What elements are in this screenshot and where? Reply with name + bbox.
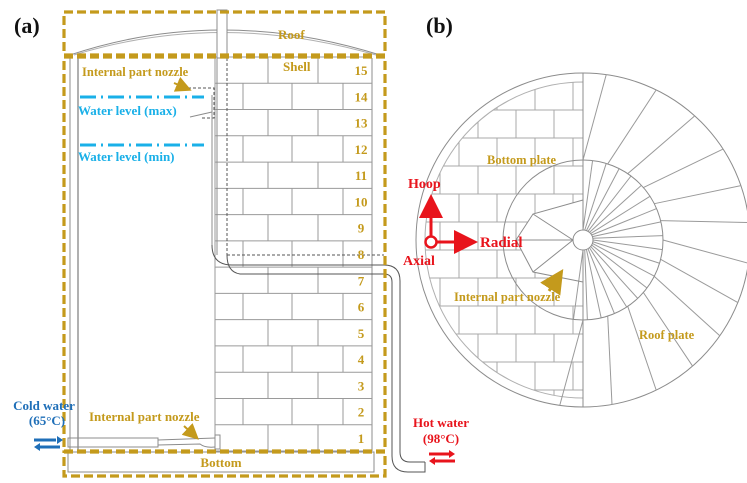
internal-nozzle-top-arrow bbox=[173, 76, 192, 92]
roof-segment-line bbox=[662, 239, 747, 264]
shell-course-number: 11 bbox=[355, 168, 367, 183]
internal-nozzle-bottom-arrow bbox=[181, 422, 199, 440]
roof-spoke-line bbox=[591, 244, 648, 289]
cold-water-flow-arrows-icon bbox=[34, 436, 63, 451]
shell-course-numbers: 15 14 13 12 11 10 9 8 7 6 5 4 3 2 1 bbox=[355, 63, 369, 446]
bottom-region-box bbox=[62, 450, 387, 478]
roof-spoke-line bbox=[587, 248, 615, 314]
roof-segment-line bbox=[627, 306, 657, 391]
roof-spoke-line bbox=[589, 247, 628, 308]
roof-segment-line bbox=[643, 148, 724, 188]
roof-segment-line bbox=[607, 316, 613, 405]
shell-course-number: 12 bbox=[355, 142, 368, 157]
shell-label: Shell bbox=[283, 59, 311, 74]
roof-spoke-line bbox=[592, 241, 660, 264]
roof-spoke-line bbox=[585, 249, 602, 319]
shell-course-number: 15 bbox=[355, 63, 369, 78]
center-hub bbox=[572, 229, 594, 251]
nozzle-spokes bbox=[516, 213, 574, 273]
roof-segment-line bbox=[607, 89, 657, 165]
roof-spoke-line bbox=[590, 195, 651, 234]
shell-course-number: 5 bbox=[358, 326, 365, 341]
roof-segment-line bbox=[642, 292, 693, 367]
panel-b: (b) Bottom plate Roof plate Internal par… bbox=[403, 13, 747, 408]
roof-plate-label: Roof plate bbox=[639, 328, 695, 342]
cold-water-pipe bbox=[67, 434, 221, 450]
shell-course-number: 1 bbox=[358, 431, 365, 446]
shell-course-number: 4 bbox=[358, 352, 365, 367]
roof-spoke-line bbox=[592, 235, 663, 239]
shell-course-number: 8 bbox=[358, 247, 365, 262]
internal-nozzle-top-label: Internal part nozzle bbox=[82, 65, 189, 79]
shell-course-number: 3 bbox=[358, 378, 365, 393]
internal-nozzle-bottom-label: Internal part nozzle bbox=[89, 409, 200, 424]
roof-segment-line bbox=[653, 275, 721, 337]
roof-spoke-line bbox=[584, 249, 588, 320]
roof-segment-line bbox=[559, 319, 584, 406]
water-level-max-label: Water level (max) bbox=[78, 103, 177, 118]
shell-course-number: 7 bbox=[358, 273, 365, 288]
roof-plate-segments bbox=[559, 74, 747, 406]
roof-spoke-line bbox=[572, 249, 584, 320]
internal-nozzle-arrow bbox=[540, 268, 564, 296]
roof-spoke-line bbox=[582, 160, 594, 231]
top-outlet-pipe bbox=[216, 9, 228, 255]
panel-a-tag: (a) bbox=[14, 13, 40, 38]
internal-nozzle-label: Internal part nozzle bbox=[454, 290, 561, 304]
coordinate-axes-icon bbox=[419, 194, 478, 254]
bottom-label: Bottom bbox=[200, 455, 241, 470]
roof-region-box bbox=[62, 10, 387, 57]
roof-segment-line bbox=[627, 115, 696, 175]
hot-water-flow-arrows-icon bbox=[429, 450, 455, 465]
shell-course-grid bbox=[214, 56, 372, 452]
roof-segment-line bbox=[654, 185, 742, 205]
roof-segment-line bbox=[582, 74, 607, 161]
shell-course-number: 9 bbox=[358, 221, 365, 236]
roof-segment-line bbox=[660, 220, 747, 223]
roof-spoke-line bbox=[584, 163, 607, 231]
axial-label: Axial bbox=[403, 254, 435, 269]
bottom-plate-label: Bottom plate bbox=[487, 153, 557, 167]
water-level-min-label: Water level (min) bbox=[78, 149, 175, 164]
cold-water-label: Cold water bbox=[13, 398, 75, 413]
inner-roof-circle bbox=[502, 159, 664, 321]
roof-spoke-line bbox=[589, 184, 642, 233]
roof-spoke-line bbox=[592, 221, 662, 238]
roof-spoke-line bbox=[592, 239, 663, 251]
roof-spoke-line bbox=[585, 168, 620, 231]
radial-label: Radial bbox=[480, 235, 523, 251]
hot-water-label: Hot water bbox=[413, 415, 469, 430]
hot-water-pipe bbox=[211, 244, 426, 473]
roof-spoke-line bbox=[591, 208, 657, 236]
hot-water-temp: (98°C) bbox=[423, 431, 459, 446]
panel-b-tag: (b) bbox=[426, 13, 453, 38]
shell-course-number: 13 bbox=[355, 116, 369, 131]
panel-a: (a) bbox=[13, 9, 469, 478]
roof-spoke-line bbox=[590, 246, 639, 299]
shell-course-number: 14 bbox=[355, 89, 369, 104]
internal-nozzle-top bbox=[188, 87, 215, 245]
roof-spoke-line bbox=[592, 242, 655, 277]
shell-course-number: 2 bbox=[358, 405, 365, 420]
hoop-label: Hoop bbox=[408, 177, 441, 192]
shell-course-number: 6 bbox=[358, 300, 365, 315]
roof-spoke-line bbox=[587, 175, 632, 232]
shell-course-number: 10 bbox=[355, 194, 368, 209]
cold-water-temp: (65°C) bbox=[29, 413, 65, 428]
roof-label: Roof bbox=[278, 27, 305, 42]
roof-segment-line bbox=[660, 258, 739, 303]
